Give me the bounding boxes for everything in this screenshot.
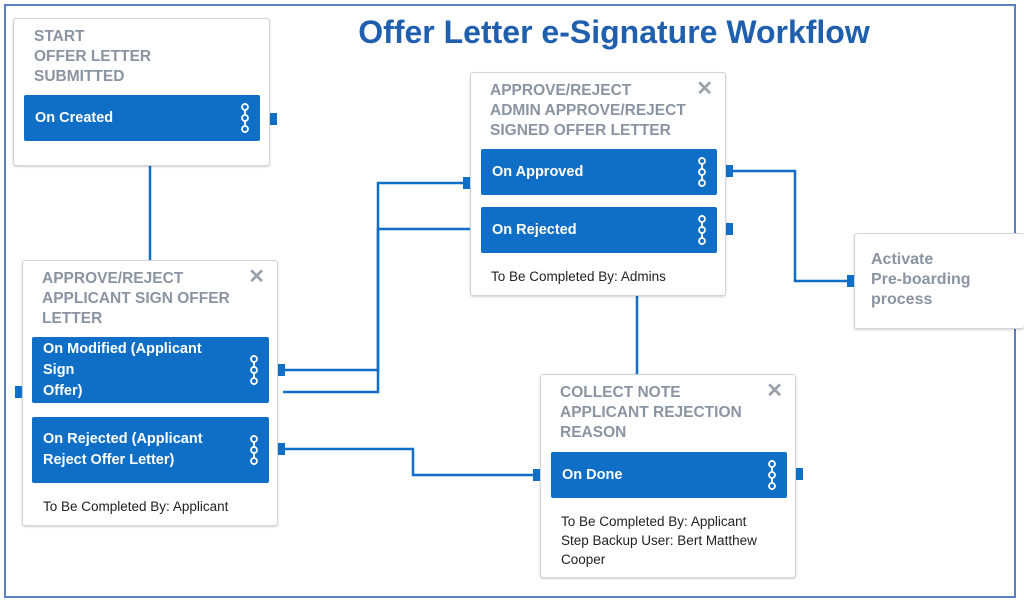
admin-input-port[interactable]: [463, 177, 470, 189]
activate-node[interactable]: Activate Pre-boarding process: [854, 233, 1024, 329]
heading-line: APPROVE/REJECT: [42, 270, 184, 287]
node-heading: COLLECT NOTE APPLICANT REJECTION REASON: [560, 383, 767, 443]
heading-line: REASON: [560, 424, 627, 441]
on-created-button[interactable]: On Created: [24, 95, 260, 141]
completed-by-text: To Be Completed By: Admins: [491, 269, 666, 284]
close-icon[interactable]: ✕: [248, 266, 265, 288]
heading-line: SUBMITTED: [34, 68, 125, 85]
on-modified-output-port[interactable]: [278, 364, 285, 376]
heading-line: APPROVE/REJECT: [490, 82, 632, 99]
node-heading: START OFFER LETTER SUBMITTED: [34, 27, 241, 87]
start-node[interactable]: START OFFER LETTER SUBMITTED On Created: [13, 18, 270, 166]
collect-note-node[interactable]: COLLECT NOTE APPLICANT REJECTION REASON …: [540, 374, 796, 578]
button-label-line: Reject Offer Letter): [43, 452, 175, 468]
heading-line: Activate: [871, 251, 934, 268]
connector-approved-to-activate: [733, 169, 847, 283]
drag-handle-icon[interactable]: [240, 102, 250, 134]
collect-note-input-port[interactable]: [533, 469, 540, 481]
heading-line: Pre-boarding: [871, 271, 971, 288]
button-label-line: On Modified (Applicant Sign: [43, 340, 202, 378]
drag-handle-icon[interactable]: [697, 214, 707, 246]
on-rejected-applicant-output-port[interactable]: [278, 443, 285, 455]
button-label: On Approved: [492, 163, 584, 180]
node-heading: APPROVE/REJECT APPLICANT SIGN OFFER LETT…: [42, 269, 249, 329]
applicant-input-port[interactable]: [15, 386, 22, 398]
button-label-line: On Rejected (Applicant: [43, 431, 203, 447]
close-icon[interactable]: ✕: [766, 380, 783, 402]
completed-by-line: To Be Completed By: Applicant: [561, 514, 747, 529]
heading-line: START: [34, 28, 85, 45]
connector-reject-to-collect-note: [283, 447, 534, 477]
on-rejected-applicant-button[interactable]: On Rejected (Applicant Reject Offer Lett…: [32, 417, 269, 483]
heading-line: process: [871, 291, 933, 308]
button-label: On Rejected: [492, 221, 577, 238]
on-approved-button[interactable]: On Approved: [481, 149, 717, 195]
button-label-line: Offer): [43, 382, 83, 399]
heading-line: ADMIN APPROVE/REJECT: [490, 102, 686, 119]
on-rejected-admin-button[interactable]: On Rejected: [481, 207, 717, 253]
completed-by-text: To Be Completed By: Applicant Step Backu…: [561, 512, 757, 569]
activate-input-port[interactable]: [847, 275, 854, 287]
backup-user-line: Cooper: [561, 552, 606, 567]
on-rejected-admin-output-port[interactable]: [726, 223, 733, 235]
drag-handle-icon[interactable]: [697, 156, 707, 188]
completed-by-text: To Be Completed By: Applicant: [43, 499, 229, 514]
on-modified-button[interactable]: On Modified (Applicant Sign Offer): [32, 337, 269, 403]
connector-rejected-loop: [283, 227, 471, 394]
button-label: On Created: [35, 109, 114, 126]
on-done-button[interactable]: On Done: [551, 452, 787, 498]
connector-modified-to-approved: [283, 181, 463, 372]
node-heading: Activate Pre-boarding process: [871, 250, 971, 310]
on-done-output-port[interactable]: [796, 468, 803, 480]
drag-handle-icon[interactable]: [767, 459, 777, 491]
button-label: On Modified (Applicant Sign Offer): [43, 339, 237, 402]
button-label: On Done: [562, 466, 623, 483]
diagram-title: Offer Letter e-Signature Workflow: [358, 14, 870, 50]
node-heading: APPROVE/REJECT ADMIN APPROVE/REJECT SIGN…: [490, 81, 697, 141]
heading-line: LETTER: [42, 310, 103, 327]
heading-line: APPLICANT SIGN OFFER: [42, 290, 230, 307]
heading-line: COLLECT NOTE: [560, 384, 681, 401]
heading-line: SIGNED OFFER LETTER: [490, 122, 671, 139]
backup-user-line: Step Backup User: Bert Matthew: [561, 533, 757, 548]
admin-approve-node[interactable]: APPROVE/REJECT ADMIN APPROVE/REJECT SIGN…: [470, 72, 726, 296]
start-output-port[interactable]: [270, 113, 277, 125]
heading-line: APPLICANT REJECTION: [560, 404, 742, 421]
button-label: On Rejected (Applicant Reject Offer Lett…: [43, 429, 203, 471]
heading-line: OFFER LETTER: [34, 48, 152, 65]
close-icon[interactable]: ✕: [696, 78, 713, 100]
drag-handle-icon[interactable]: [249, 434, 259, 466]
applicant-sign-node[interactable]: APPROVE/REJECT APPLICANT SIGN OFFER LETT…: [22, 260, 278, 526]
drag-handle-icon[interactable]: [249, 354, 259, 386]
on-approved-output-port[interactable]: [726, 165, 733, 177]
